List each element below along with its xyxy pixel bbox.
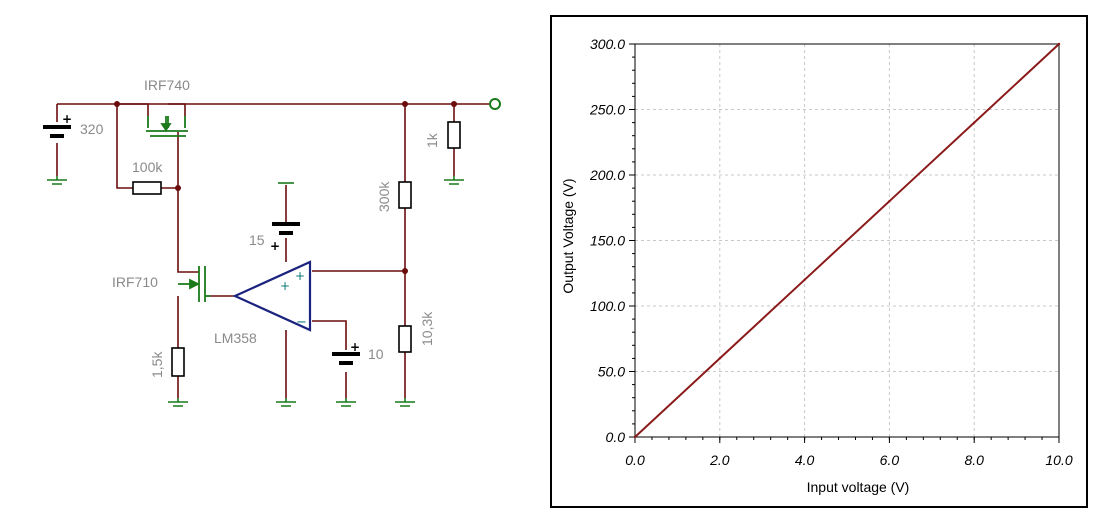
label-1-5k: 1,5k bbox=[149, 351, 165, 378]
label-100k: 100k bbox=[132, 159, 163, 175]
mosfet-irf740-icon bbox=[146, 116, 188, 137]
label-300k: 300k bbox=[376, 181, 392, 212]
x-tick-label: 10.0 bbox=[1045, 452, 1072, 468]
label-lm358: LM358 bbox=[214, 330, 257, 346]
series-point bbox=[718, 357, 721, 360]
opamp-icon: + + − bbox=[232, 260, 312, 332]
ground-icon bbox=[47, 176, 464, 407]
x-axis-label: Input voltage (V) bbox=[807, 479, 910, 495]
y-tick-label: 150.0 bbox=[590, 233, 625, 249]
series-line bbox=[634, 43, 1060, 438]
output-terminal-icon bbox=[489, 98, 501, 110]
battery-15-icon: + bbox=[270, 222, 300, 253]
x-tick-label: 0.0 bbox=[625, 452, 645, 468]
series-point bbox=[803, 278, 806, 281]
series-point bbox=[973, 121, 976, 124]
x-tick-label: 6.0 bbox=[880, 452, 900, 468]
svg-text:−: − bbox=[296, 315, 307, 330]
wires bbox=[56, 103, 490, 398]
label-15: 15 bbox=[249, 232, 265, 248]
junction-dots bbox=[114, 101, 457, 274]
resistor-icon bbox=[132, 121, 461, 377]
y-tick-label: 200.0 bbox=[589, 167, 625, 183]
label-irf710: IRF710 bbox=[112, 274, 158, 290]
y-tick-label: 0.0 bbox=[606, 429, 626, 445]
series-point bbox=[633, 435, 637, 439]
x-tick-label: 8.0 bbox=[964, 452, 984, 468]
svg-text:+: + bbox=[350, 340, 360, 354]
battery-10-icon: + bbox=[332, 340, 360, 365]
x-tick-label: 4.0 bbox=[795, 452, 815, 468]
svg-text:+: + bbox=[62, 112, 72, 126]
series-point bbox=[888, 200, 891, 203]
label-10-3k: 10,3k bbox=[419, 311, 435, 346]
x-tick-label: 2.0 bbox=[709, 452, 730, 468]
chart-ticks: 0.0 2.0 4.0 6.0 8.0 10.0 0.0 50.0 100.0 150.0 200.… bbox=[589, 36, 1073, 468]
y-tick-label: 100.0 bbox=[590, 298, 625, 314]
series-point bbox=[1057, 42, 1061, 46]
chart-frame bbox=[550, 15, 1088, 508]
chart-series bbox=[633, 42, 1061, 439]
circuit-schematic: + + + + + − bbox=[43, 77, 501, 407]
svg-text:+: + bbox=[280, 279, 290, 293]
battery-320-icon: + bbox=[43, 112, 72, 138]
y-tick-label: 50.0 bbox=[598, 364, 625, 380]
label-320: 320 bbox=[80, 121, 104, 137]
y-tick-label: 300.0 bbox=[590, 36, 625, 52]
y-axis-label: Output Voltage (V) bbox=[560, 178, 576, 293]
y-tick-label: 250.0 bbox=[589, 102, 625, 118]
label-1k: 1k bbox=[424, 132, 440, 148]
svg-text:+: + bbox=[295, 269, 305, 283]
label-irf740: IRF740 bbox=[144, 77, 190, 93]
svg-text:+: + bbox=[270, 239, 280, 253]
label-10: 10 bbox=[368, 346, 384, 362]
mosfet-irf710-icon bbox=[178, 266, 210, 302]
